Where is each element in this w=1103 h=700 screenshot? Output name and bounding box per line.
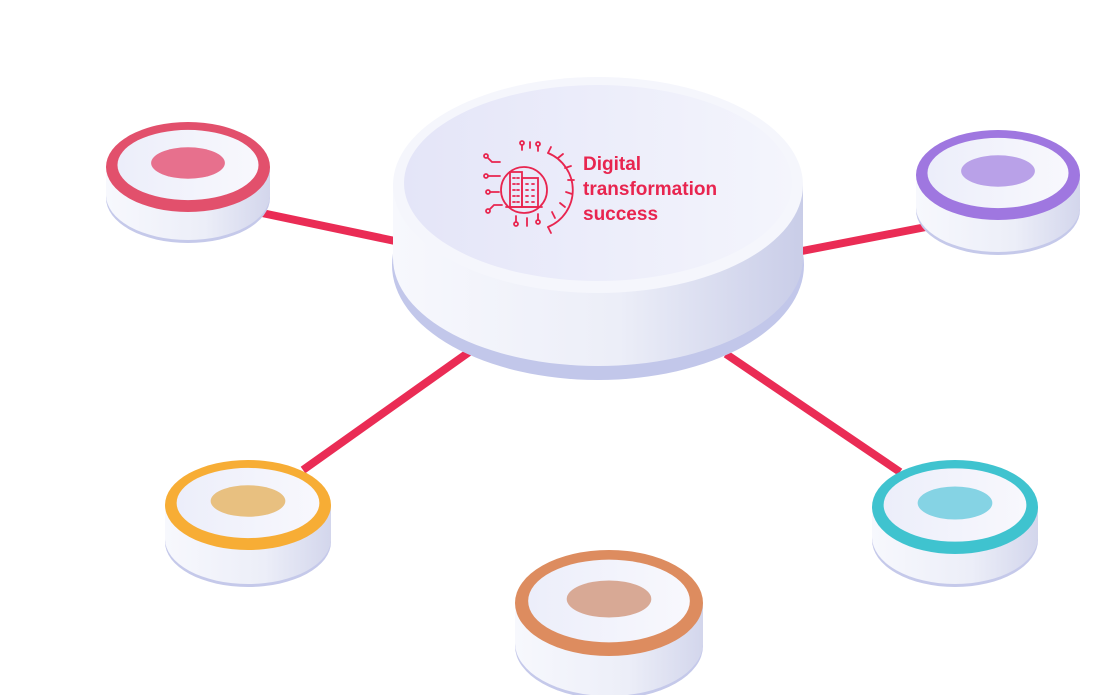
node-teal: [872, 460, 1038, 587]
node-red-center: [151, 147, 225, 179]
hub-platform: [392, 77, 804, 380]
node-orange-center: [566, 580, 652, 618]
building-gear-circuit-icon: [483, 140, 575, 234]
node-yellow: [165, 460, 331, 587]
connector-teal: [723, 350, 903, 476]
node-yellow-center: [210, 485, 286, 517]
node-purple: [916, 130, 1080, 255]
node-orange: [515, 550, 703, 699]
node-teal-center: [917, 486, 993, 520]
hub-title-line-2: transformation: [583, 179, 718, 200]
hub-title-line-3: success: [583, 204, 659, 225]
connector-yellow: [300, 346, 475, 474]
connector-red: [261, 209, 396, 245]
connector-lines: [261, 209, 927, 476]
satellite-nodes: [106, 122, 1080, 699]
hub-top-inner: [404, 85, 792, 281]
node-red: [106, 122, 270, 243]
connector-purple: [801, 223, 927, 255]
hub-title: Digital transformation success: [583, 152, 783, 227]
hub-title-line-1: Digital: [583, 154, 642, 175]
node-purple-center: [961, 155, 1035, 187]
